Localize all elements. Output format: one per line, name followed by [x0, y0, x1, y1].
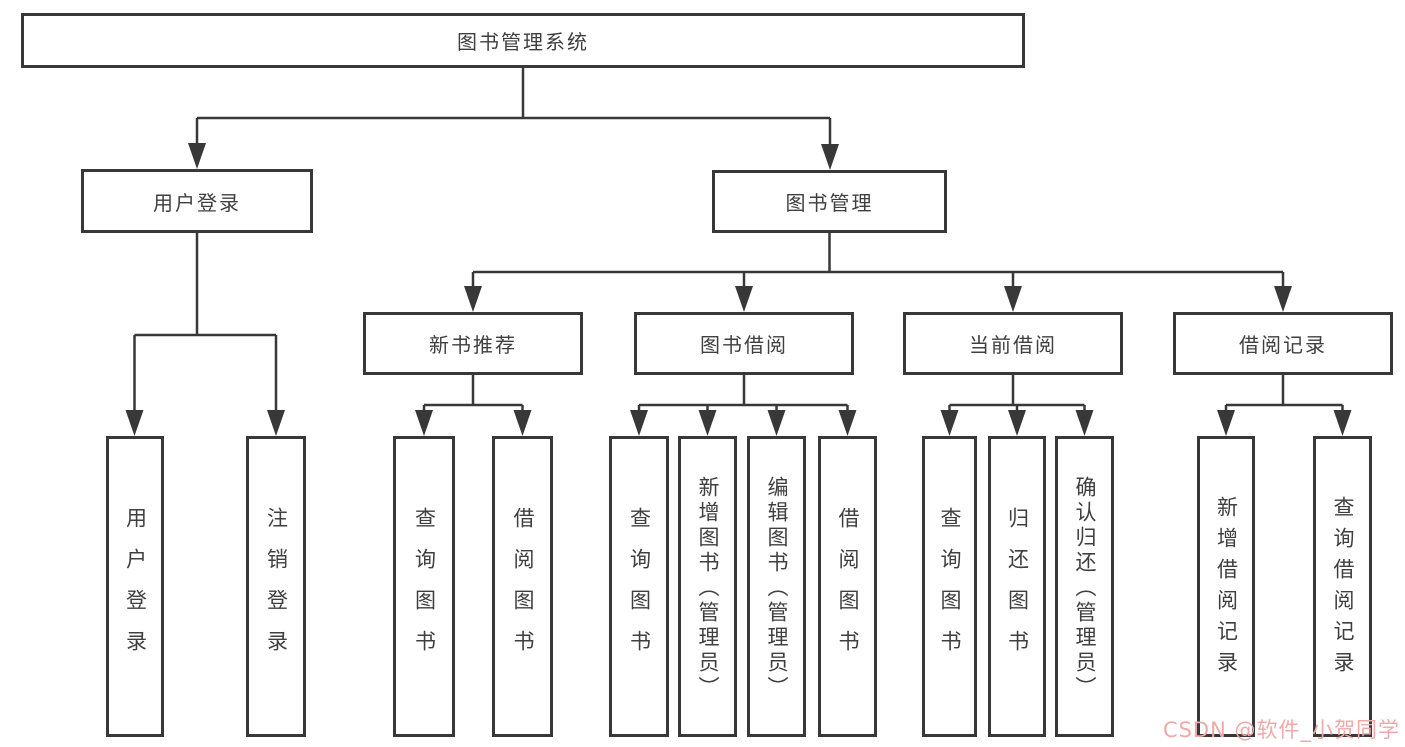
arrowhead [735, 286, 753, 312]
node-book-management: 图书管理 [712, 170, 947, 233]
arrowhead [464, 286, 482, 312]
arrowhead [1008, 410, 1026, 436]
arrowhead [1217, 410, 1235, 436]
leaf-query-borrow-record: 查询借阅记录 [1313, 436, 1372, 737]
node-borrowing-records: 借阅记录 [1173, 312, 1393, 375]
arrowhead [1333, 410, 1352, 436]
leaf-query-books-current: 查询图书 [922, 436, 977, 737]
csdn-watermark: CSDN @软件_小贺同学 [1162, 718, 1400, 742]
arrowhead [821, 144, 839, 170]
node-user-login: 用户登录 [81, 169, 313, 233]
arrowhead [940, 410, 959, 436]
leaf-query-books-borrowing: 查询图书 [609, 436, 669, 737]
node-current-borrowing: 当前借阅 [903, 312, 1123, 375]
leaf-edit-book-admin: 编辑图书（管理员） [747, 436, 806, 737]
leaf-add-borrow-record: 新增借阅记录 [1197, 436, 1255, 737]
leaf-user-login: 用户登录 [106, 436, 164, 737]
arrowhead [188, 143, 206, 169]
node-book-borrowing: 图书借阅 [634, 312, 854, 375]
arrowhead [267, 410, 285, 436]
arrowhead [1075, 410, 1094, 436]
arrowhead [630, 410, 648, 436]
arrowheads [125, 143, 1352, 436]
arrowhead [513, 410, 532, 436]
node-new-book-recommendation: 新书推荐 [363, 312, 583, 375]
arrowhead [767, 410, 786, 436]
arrowhead [125, 410, 144, 436]
leaf-borrow-books-recommend: 借阅图书 [492, 436, 553, 737]
leaf-confirm-return-admin: 确认归还（管理员） [1055, 436, 1114, 737]
leaf-logout: 注销登录 [246, 436, 306, 737]
arrowhead [1274, 286, 1292, 312]
arrowhead [838, 410, 857, 436]
leaf-return-books: 归还图书 [988, 436, 1046, 737]
node-library-management-system: 图书管理系统 [21, 13, 1025, 68]
leaf-borrow-books-borrowing: 借阅图书 [818, 436, 877, 737]
arrowhead [1004, 286, 1022, 312]
connector-paths [133, 68, 1344, 411]
arrowhead [698, 410, 717, 436]
leaf-query-books-recommend: 查询图书 [393, 436, 455, 737]
leaf-add-book-admin: 新增图书（管理员） [678, 436, 737, 737]
arrowhead [415, 410, 433, 436]
